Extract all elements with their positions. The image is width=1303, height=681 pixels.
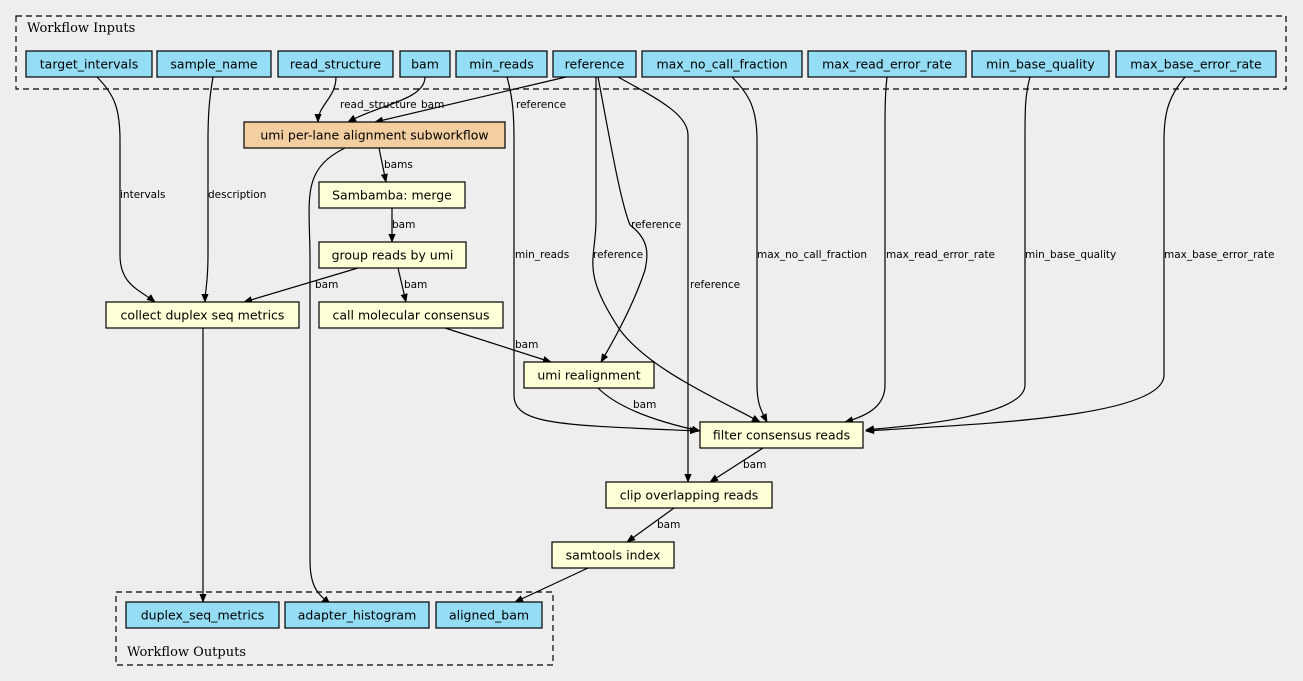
output-nodes: duplex_seq_metrics adapter_histogram ali… bbox=[125, 601, 543, 629]
edge-label-bams: bams bbox=[384, 159, 413, 171]
edge-label-clip-to-index: bam bbox=[657, 519, 680, 531]
output-node-duplex-seq-metrics[interactable]: duplex_seq_metrics bbox=[125, 601, 280, 629]
step-node-filter-consensus-reads[interactable]: filter consensus reads bbox=[699, 421, 864, 449]
edge-label-reference-to-realign: reference bbox=[631, 219, 681, 231]
step-node-sambamba-merge-label: Sambamba: merge bbox=[332, 188, 452, 203]
output-node-duplex-seq-metrics-label: duplex_seq_metrics bbox=[141, 608, 265, 623]
output-node-adapter-histogram-label: adapter_histogram bbox=[298, 608, 417, 623]
edge-min-base-quality bbox=[865, 76, 1031, 433]
edge-consensus-to-realign bbox=[444, 327, 552, 363]
workflow-inputs-cluster: Workflow Inputs bbox=[15, 15, 1287, 90]
edge-reference-to-realign bbox=[597, 76, 648, 363]
input-node-max-no-call-fraction-label: max_no_call_fraction bbox=[656, 57, 787, 72]
input-node-read-structure-label: read_structure bbox=[290, 57, 381, 72]
input-node-min-base-quality-label: min_base_quality bbox=[986, 57, 1095, 72]
edge-intervals bbox=[96, 76, 156, 303]
input-node-sample-name[interactable]: sample_name bbox=[156, 50, 272, 78]
output-node-aligned-bam[interactable]: aligned_bam bbox=[435, 601, 543, 629]
edge-label-group-to-metrics: bam bbox=[315, 279, 338, 291]
step-node-umi-realignment-label: umi realignment bbox=[537, 368, 640, 383]
edge-align-to-adapter-histogram bbox=[308, 147, 346, 605]
edge-label-reference-to-align: reference bbox=[516, 99, 566, 111]
edge-label-max-read-error-rate: max_read_error_rate bbox=[886, 249, 995, 261]
step-node-filter-consensus-reads-label: filter consensus reads bbox=[713, 428, 850, 443]
edge-description bbox=[201, 76, 214, 303]
step-node-umi-alignment-subworkflow-label: umi per-lane alignment subworkflow bbox=[260, 128, 488, 143]
edge-label-max-base-error-rate: max_base_error_rate bbox=[1164, 249, 1274, 261]
edge-label-realign-to-filter: bam bbox=[633, 399, 656, 411]
edge-reference-to-align bbox=[374, 76, 567, 124]
edge-max-no-call-fraction bbox=[731, 76, 768, 423]
edge-label-min-reads: min_reads bbox=[515, 249, 569, 261]
edge-bams bbox=[378, 147, 388, 183]
edge-label-description: description bbox=[208, 189, 266, 201]
edge-filter-to-clip bbox=[709, 447, 764, 483]
step-node-group-reads-by-umi[interactable]: group reads by umi bbox=[318, 241, 467, 269]
edge-max-read-error-rate bbox=[844, 76, 888, 424]
edge-index-to-aligned-bam bbox=[514, 567, 589, 603]
edge-label-max-no-call-fraction: max_no_call_fraction bbox=[757, 249, 867, 261]
edge-label-group-to-consensus: bam bbox=[404, 279, 427, 291]
input-node-reference-label: reference bbox=[565, 57, 625, 72]
edge-realign-to-filter bbox=[597, 387, 701, 433]
input-node-target-intervals-label: target_intervals bbox=[40, 57, 138, 72]
edge-read-structure bbox=[314, 76, 337, 123]
input-node-max-read-error-rate-label: max_read_error_rate bbox=[822, 57, 952, 72]
step-node-sambamba-merge[interactable]: Sambamba: merge bbox=[318, 181, 466, 209]
workflow-outputs-cluster: Workflow Outputs bbox=[115, 591, 554, 666]
input-node-max-no-call-fraction[interactable]: max_no_call_fraction bbox=[641, 50, 803, 78]
step-node-call-molecular-consensus[interactable]: call molecular consensus bbox=[318, 301, 504, 329]
input-node-bam[interactable]: bam bbox=[399, 50, 451, 78]
input-node-bam-label: bam bbox=[411, 57, 439, 72]
input-node-min-base-quality[interactable]: min_base_quality bbox=[971, 50, 1110, 78]
workflow-inputs-label: Workflow Inputs bbox=[27, 21, 135, 36]
step-node-group-reads-by-umi-label: group reads by umi bbox=[332, 248, 454, 263]
edge-label-filter-to-clip: bam bbox=[743, 459, 766, 471]
input-node-read-structure[interactable]: read_structure bbox=[277, 50, 394, 78]
output-node-aligned-bam-label: aligned_bam bbox=[449, 608, 529, 623]
input-node-max-base-error-rate[interactable]: max_base_error_rate bbox=[1115, 50, 1277, 78]
edge-label-reference-to-clip: reference bbox=[690, 279, 740, 291]
step-node-umi-alignment-subworkflow[interactable]: umi per-lane alignment subworkflow bbox=[243, 121, 506, 149]
edge-max-base-error-rate bbox=[865, 76, 1186, 435]
edge-label-consensus-to-realign: bam bbox=[515, 339, 538, 351]
step-node-clip-overlapping-reads-label: clip overlapping reads bbox=[620, 488, 759, 503]
edge-label-merge-bam: bam bbox=[392, 219, 415, 231]
step-node-collect-duplex-seq-metrics-label: collect duplex seq metrics bbox=[121, 308, 285, 323]
step-nodes: umi per-lane alignment subworkflow Samba… bbox=[105, 121, 864, 569]
input-node-reference[interactable]: reference bbox=[552, 50, 637, 78]
step-node-samtools-index[interactable]: samtools index bbox=[551, 541, 675, 569]
step-node-call-molecular-consensus-label: call molecular consensus bbox=[333, 308, 490, 323]
step-node-samtools-index-label: samtools index bbox=[566, 548, 661, 563]
step-node-clip-overlapping-reads[interactable]: clip overlapping reads bbox=[605, 481, 773, 509]
step-node-collect-duplex-seq-metrics[interactable]: collect duplex seq metrics bbox=[105, 301, 300, 329]
input-node-min-reads[interactable]: min_reads bbox=[455, 50, 548, 78]
edge-label-bam-to-align: bam bbox=[421, 99, 444, 111]
edge-group-to-consensus bbox=[397, 267, 408, 303]
edge-reference-to-clip bbox=[617, 76, 692, 483]
edge-label-intervals: intervals bbox=[120, 189, 166, 201]
edge-min-reads bbox=[506, 76, 699, 435]
output-node-adapter-histogram[interactable]: adapter_histogram bbox=[284, 601, 430, 629]
step-node-umi-realignment[interactable]: umi realignment bbox=[523, 361, 655, 389]
workflow-outputs-label: Workflow Outputs bbox=[127, 645, 246, 660]
input-node-max-read-error-rate[interactable]: max_read_error_rate bbox=[807, 50, 967, 78]
input-node-sample-name-label: sample_name bbox=[170, 57, 257, 72]
input-nodes: target_intervals sample_name read_struct… bbox=[25, 50, 1277, 78]
edge-group-to-metrics bbox=[243, 267, 359, 304]
edge-label-min-base-quality: min_base_quality bbox=[1025, 249, 1116, 261]
input-node-min-reads-label: min_reads bbox=[469, 57, 533, 72]
input-node-target-intervals[interactable]: target_intervals bbox=[25, 50, 153, 78]
edges: read_structure bam reference bams bam in… bbox=[96, 76, 1274, 605]
edge-clip-to-index bbox=[626, 507, 675, 543]
edge-bam-to-align bbox=[347, 76, 426, 123]
input-node-max-base-error-rate-label: max_base_error_rate bbox=[1130, 57, 1262, 72]
edge-reference-to-filter bbox=[592, 77, 761, 423]
edge-label-reference-to-filter: reference bbox=[593, 249, 643, 261]
